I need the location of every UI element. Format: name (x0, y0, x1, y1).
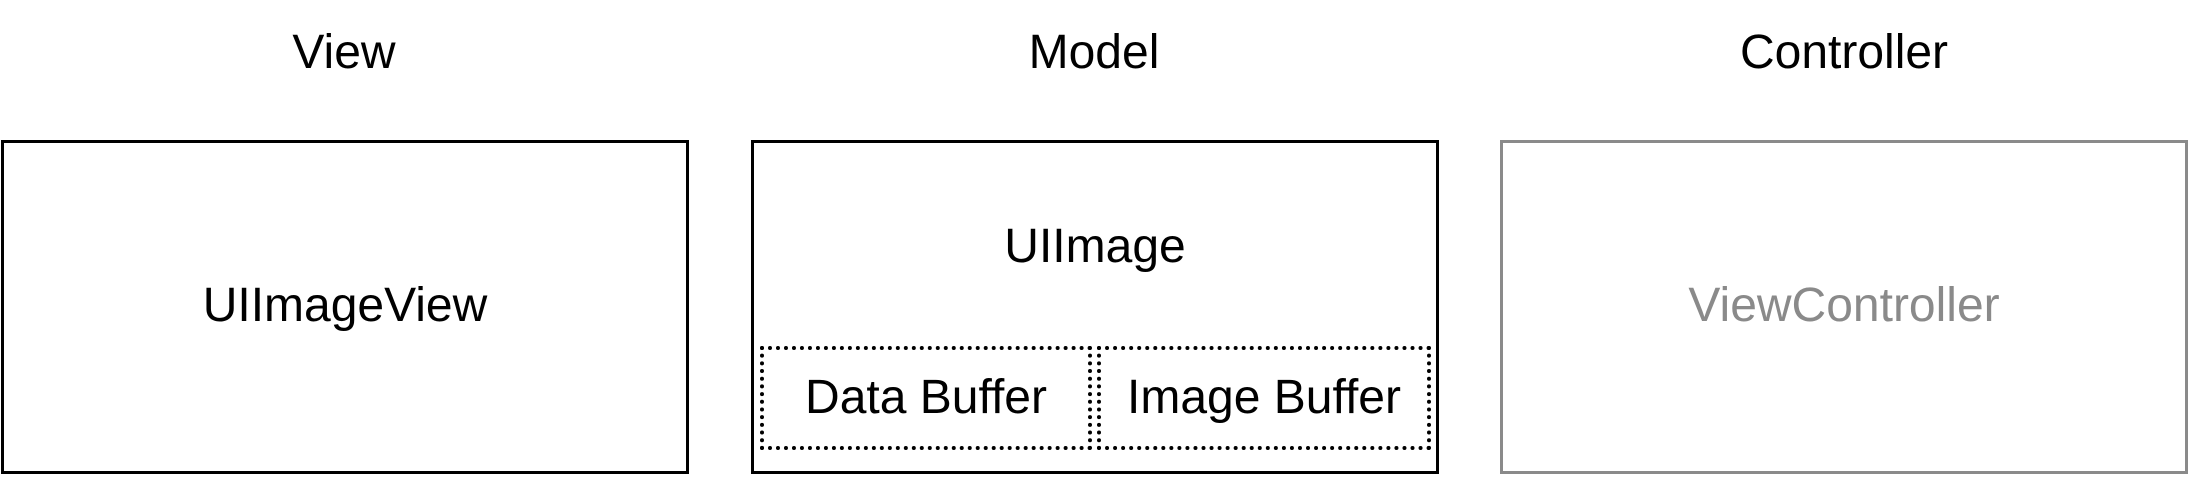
model-box: UIImage Data Buffer Image Buffer (751, 140, 1439, 474)
view-box: UIImageView (1, 140, 689, 474)
image-buffer-box: Image Buffer (1097, 346, 1431, 450)
data-buffer-box: Data Buffer (760, 346, 1092, 450)
viewcontroller-label: ViewController (1688, 279, 2000, 332)
view-column-title: View (292, 26, 396, 79)
controller-box: ViewController (1500, 140, 2188, 474)
uiimageview-label: UIImageView (202, 279, 488, 332)
model-column-title: Model (1028, 26, 1160, 79)
controller-column-title: Controller (1739, 26, 1949, 79)
uiimage-label: UIImage (1004, 220, 1186, 273)
